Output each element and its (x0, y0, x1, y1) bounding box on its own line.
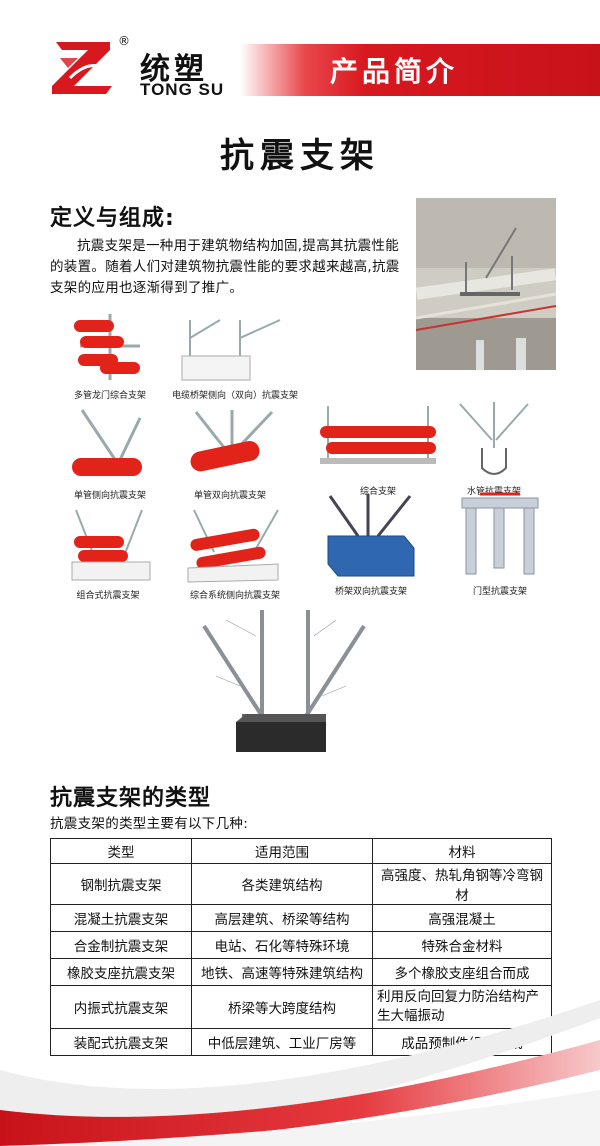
cell-scope: 桥梁等大跨度结构 (191, 985, 373, 1029)
caption-tray-bidirectional: 桥架双向抗震支架 (334, 587, 407, 597)
caption-gate-bracket: 门型抗震支架 (472, 587, 527, 597)
caption-water-pipe-bracket: 水管抗震支架 (466, 487, 521, 497)
single-pipe-bidirectional-figure (190, 410, 274, 472)
bracket-component-diagram (202, 610, 366, 752)
types-table: 类型 适用范围 材料 钢制抗震支架 各类建筑结构 高强度、热轧角钢等冷弯钢材 混… (50, 838, 552, 1056)
caption-composite-bracket: 综合支架 (359, 487, 396, 497)
cell-scope: 电站、石化等特殊环境 (191, 931, 373, 959)
table-row: 合金制抗震支架 电站、石化等特殊环境 特殊合金材料 (50, 931, 552, 959)
caption-cable-tray: 电缆桥架侧向（双向）抗震支架 (171, 391, 298, 401)
table-header-row: 类型 适用范围 材料 (50, 838, 552, 864)
gate-bracket-figure (461, 492, 539, 575)
definition-heading: 定义与组成: (50, 206, 175, 231)
cable-tray-figure (181, 319, 281, 381)
water-pipe-bracket-figure (459, 402, 529, 475)
types-heading: 抗震支架的类型 (50, 786, 212, 811)
cell-type: 橡胶支座抗震支架 (50, 958, 192, 986)
banner-title: 产品简介 (330, 55, 459, 88)
caption-single-pipe-lateral: 单管侧向抗震支架 (73, 491, 146, 501)
page-title: 抗震支架 (220, 136, 380, 176)
caption-single-pipe-bidirectional: 单管双向抗震支架 (193, 491, 266, 501)
system-lateral-figure (187, 509, 279, 583)
table-row: 内振式抗震支架 桥梁等大跨度结构 利用反向回复力防治结构产生大幅振动 (50, 985, 552, 1029)
cell-type: 装配式抗震支架 (50, 1028, 192, 1056)
multi-pipe-gantry-figure (74, 314, 140, 380)
cell-scope: 各类建筑结构 (191, 863, 373, 905)
table-row: 钢制抗震支架 各类建筑结构 高强度、热轧角钢等冷弯钢材 (50, 863, 552, 905)
cell-scope: 中低层建筑、工业厂房等 (191, 1028, 373, 1056)
tongsu-logo-icon (52, 42, 112, 94)
column-header-scope: 适用范围 (191, 838, 373, 864)
types-subheading: 抗震支架的类型主要有以下几种: (50, 816, 249, 832)
cell-material: 特殊合金材料 (372, 931, 552, 959)
brand-name-en: TONG SU (140, 80, 225, 99)
decorative-swoosh (0, 1000, 600, 1146)
registered-mark: ® (118, 34, 130, 48)
combined-bracket-figure (71, 509, 151, 581)
single-pipe-lateral-figure (72, 409, 142, 476)
header-banner (240, 44, 600, 96)
installation-photo (416, 198, 556, 370)
cell-type: 混凝土抗震支架 (50, 904, 192, 932)
definition-text: 抗震支架是一种用于建筑物结构加固,提高其抗震性能的装置。随着人们对建筑物抗震性能… (50, 238, 400, 296)
cell-material: 利用反向回复力防治结构产生大幅振动 (372, 985, 552, 1029)
column-header-type: 类型 (50, 838, 192, 864)
cell-material: 高强度、热轧角钢等冷弯钢材 (372, 863, 552, 905)
brand-name-cn: 统塑 (140, 52, 208, 87)
cell-type: 钢制抗震支架 (50, 863, 192, 905)
cell-type: 内振式抗震支架 (50, 985, 192, 1029)
caption-combined-bracket: 组合式抗震支架 (76, 591, 140, 601)
caption-multi-pipe-gantry: 多管龙门综合支架 (73, 391, 146, 401)
cell-material: 高强混凝土 (372, 904, 552, 932)
cell-scope: 高层建筑、桥梁等结构 (191, 904, 373, 932)
cell-type: 合金制抗震支架 (50, 931, 192, 959)
column-header-material: 材料 (372, 838, 552, 864)
table-row: 混凝土抗震支架 高层建筑、桥梁等结构 高强混凝土 (50, 904, 552, 932)
composite-bracket-figure (320, 406, 436, 464)
caption-system-lateral: 综合系统侧向抗震支架 (189, 591, 280, 601)
tray-bidirectional-figure (327, 494, 415, 577)
cell-material: 多个橡胶支座组合而成 (372, 958, 552, 986)
